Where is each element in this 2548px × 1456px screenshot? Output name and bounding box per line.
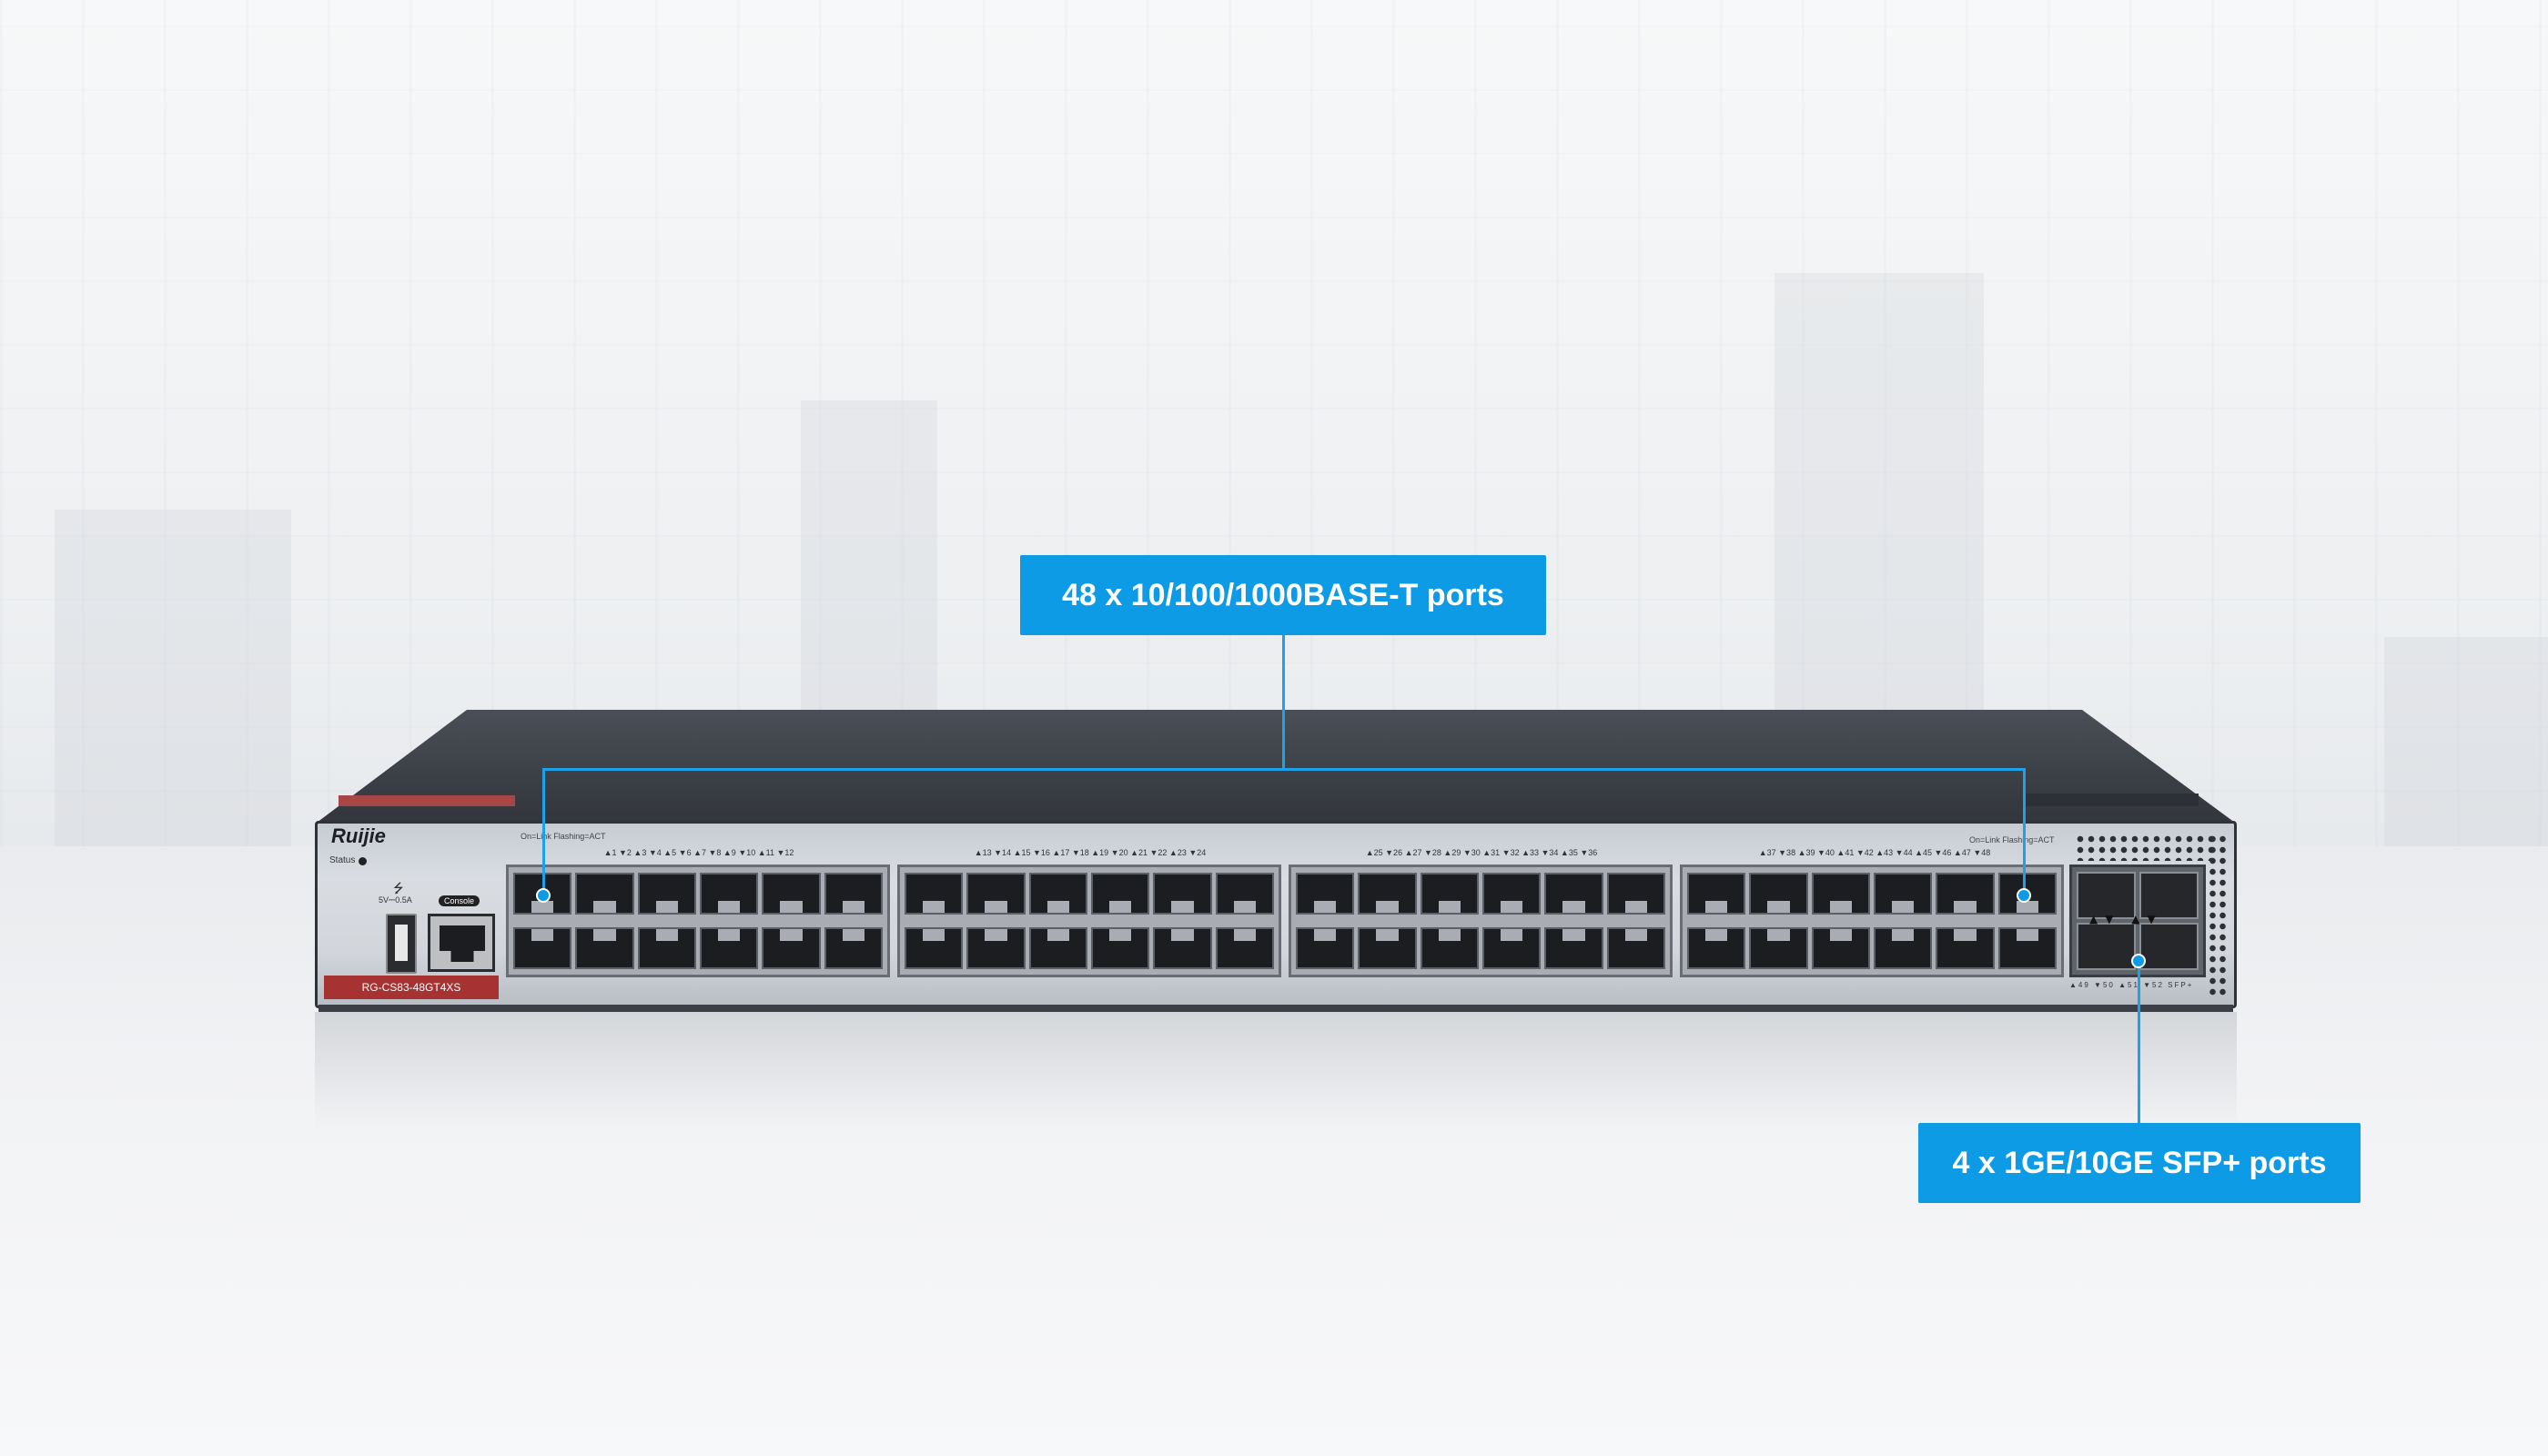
port-numbers-group-1: ▲1 ▼2 ▲3 ▼4 ▲5 ▼6 ▲7 ▼8 ▲9 ▼10 ▲11 ▼12: [603, 848, 794, 857]
led-legend-left: On=Link Flashing=ACT: [521, 832, 606, 841]
status-label: Status: [329, 855, 356, 865]
sfp-port: [2077, 872, 2136, 919]
port-numbers-group-2: ▲13 ▼14 ▲15 ▼16 ▲17 ▼18 ▲19 ▼20 ▲21 ▼22 …: [974, 848, 1207, 857]
callout-line-right-drop: [2023, 768, 2026, 897]
rj45-port: [1687, 873, 1746, 915]
rj45-port: [1606, 927, 1665, 969]
callout-dot-sfp: [2131, 954, 2146, 968]
rj45-port: [1296, 873, 1355, 915]
port-numbers-group-3: ▲25 ▼26 ▲27 ▼28 ▲29 ▼30 ▲31 ▼32 ▲33 ▼34 …: [1365, 848, 1598, 857]
usb-icon: ⭍: [393, 882, 404, 896]
rj45-port: [637, 873, 696, 915]
rj45-port: [1028, 873, 1087, 915]
callout-dot-port-48: [2017, 888, 2031, 903]
rj45-port: [1420, 927, 1479, 969]
rj45-port: [905, 873, 964, 915]
top-warning-label: [339, 795, 515, 806]
rj45-port: [905, 927, 964, 969]
top-info-label: [2026, 794, 2199, 806]
callout-line-sfp: [2138, 961, 2140, 1125]
sfp-ports-callout: 4 x 1GE/10GE SFP+ ports: [1918, 1123, 2361, 1203]
sfp-port: [2077, 923, 2136, 970]
rj45-port: [1215, 873, 1274, 915]
background-shape: [2384, 637, 2548, 855]
rj45-port: [966, 873, 1026, 915]
status-led: [359, 857, 367, 865]
brand-logo: Ruijie: [331, 824, 386, 847]
sfp-port: [2139, 872, 2199, 919]
rj45-port: [1420, 873, 1479, 915]
rj45-port: [762, 873, 821, 915]
rj45-port: [1215, 927, 1274, 969]
rj45-port: [966, 927, 1026, 969]
rj45-port: [1749, 927, 1808, 969]
rj45-port: [1358, 927, 1417, 969]
rj45-ports-callout: 48 x 10/100/1000BASE-T ports: [1020, 555, 1546, 635]
switch-base: [318, 1005, 2233, 1012]
rj45-port: [1874, 873, 1933, 915]
rj45-port: [1811, 873, 1870, 915]
vent-grille-side: [2208, 834, 2228, 997]
rj45-port: [1091, 927, 1150, 969]
rj45-port: [1936, 927, 1995, 969]
callout-dot-port-1: [536, 888, 551, 903]
sfp-label: SFP+: [2168, 981, 2194, 989]
rj45-port: [1482, 927, 1542, 969]
rj45-port: [1936, 873, 1995, 915]
usb-power-label: 5V⎓0.5A: [379, 895, 412, 905]
rj45-port: [637, 927, 696, 969]
rj45-port: [824, 927, 883, 969]
rj45-port: [513, 927, 572, 969]
callout-line-left-drop: [542, 768, 545, 897]
rj45-port: [1544, 927, 1603, 969]
sfp-port: [2139, 923, 2199, 970]
callout-line-vertical: [1282, 635, 1285, 770]
rj45-port: [1749, 873, 1808, 915]
model-badge: RG-CS83-48GT4XS: [324, 976, 499, 999]
rj45-port: [1091, 873, 1150, 915]
rj45-port-group-3: [1289, 864, 1673, 977]
rj45-port: [1811, 927, 1870, 969]
switch-top-panel: [317, 710, 2235, 823]
rj45-port: [575, 873, 634, 915]
rj45-port: [1296, 927, 1355, 969]
rj45-port: [1544, 873, 1603, 915]
rj45-port: [700, 927, 759, 969]
led-legend-right: On=Link Flashing=ACT: [1969, 835, 2055, 844]
rj45-port-group-1: [506, 864, 890, 977]
rj45-port: [762, 927, 821, 969]
console-port: [428, 914, 495, 972]
rj45-port: [1358, 873, 1417, 915]
rj45-port: [1874, 927, 1933, 969]
switch-reflection: [315, 1012, 2237, 1130]
rj45-port: [824, 873, 883, 915]
rj45-port: [1482, 873, 1542, 915]
rj45-port: [700, 873, 759, 915]
rj45-port: [1153, 927, 1212, 969]
rj45-port-group-4: [1680, 864, 2064, 977]
rj45-port: [1606, 873, 1665, 915]
rj45-port-group-2: [897, 864, 1281, 977]
console-label: Console: [439, 895, 480, 906]
rj45-port: [1997, 927, 2057, 969]
sfp-direction-arrows: ▲▼ ▲▼: [2089, 913, 2163, 925]
rj45-port: [1153, 873, 1212, 915]
rj45-port: [575, 927, 634, 969]
callout-line-horizontal: [542, 768, 2026, 771]
rj45-port: [1687, 927, 1746, 969]
port-numbers-group-4: ▲37 ▼38 ▲39 ▼40 ▲41 ▼42 ▲43 ▼44 ▲45 ▼46 …: [1758, 848, 1991, 857]
sfp-port-numbers: ▲49 ▼50 ▲51 ▼52 SFP+: [2069, 981, 2194, 989]
vent-grille-top: [2075, 834, 2215, 861]
usb-port: [386, 914, 417, 974]
rj45-port: [1028, 927, 1087, 969]
background-shape: [55, 510, 291, 855]
